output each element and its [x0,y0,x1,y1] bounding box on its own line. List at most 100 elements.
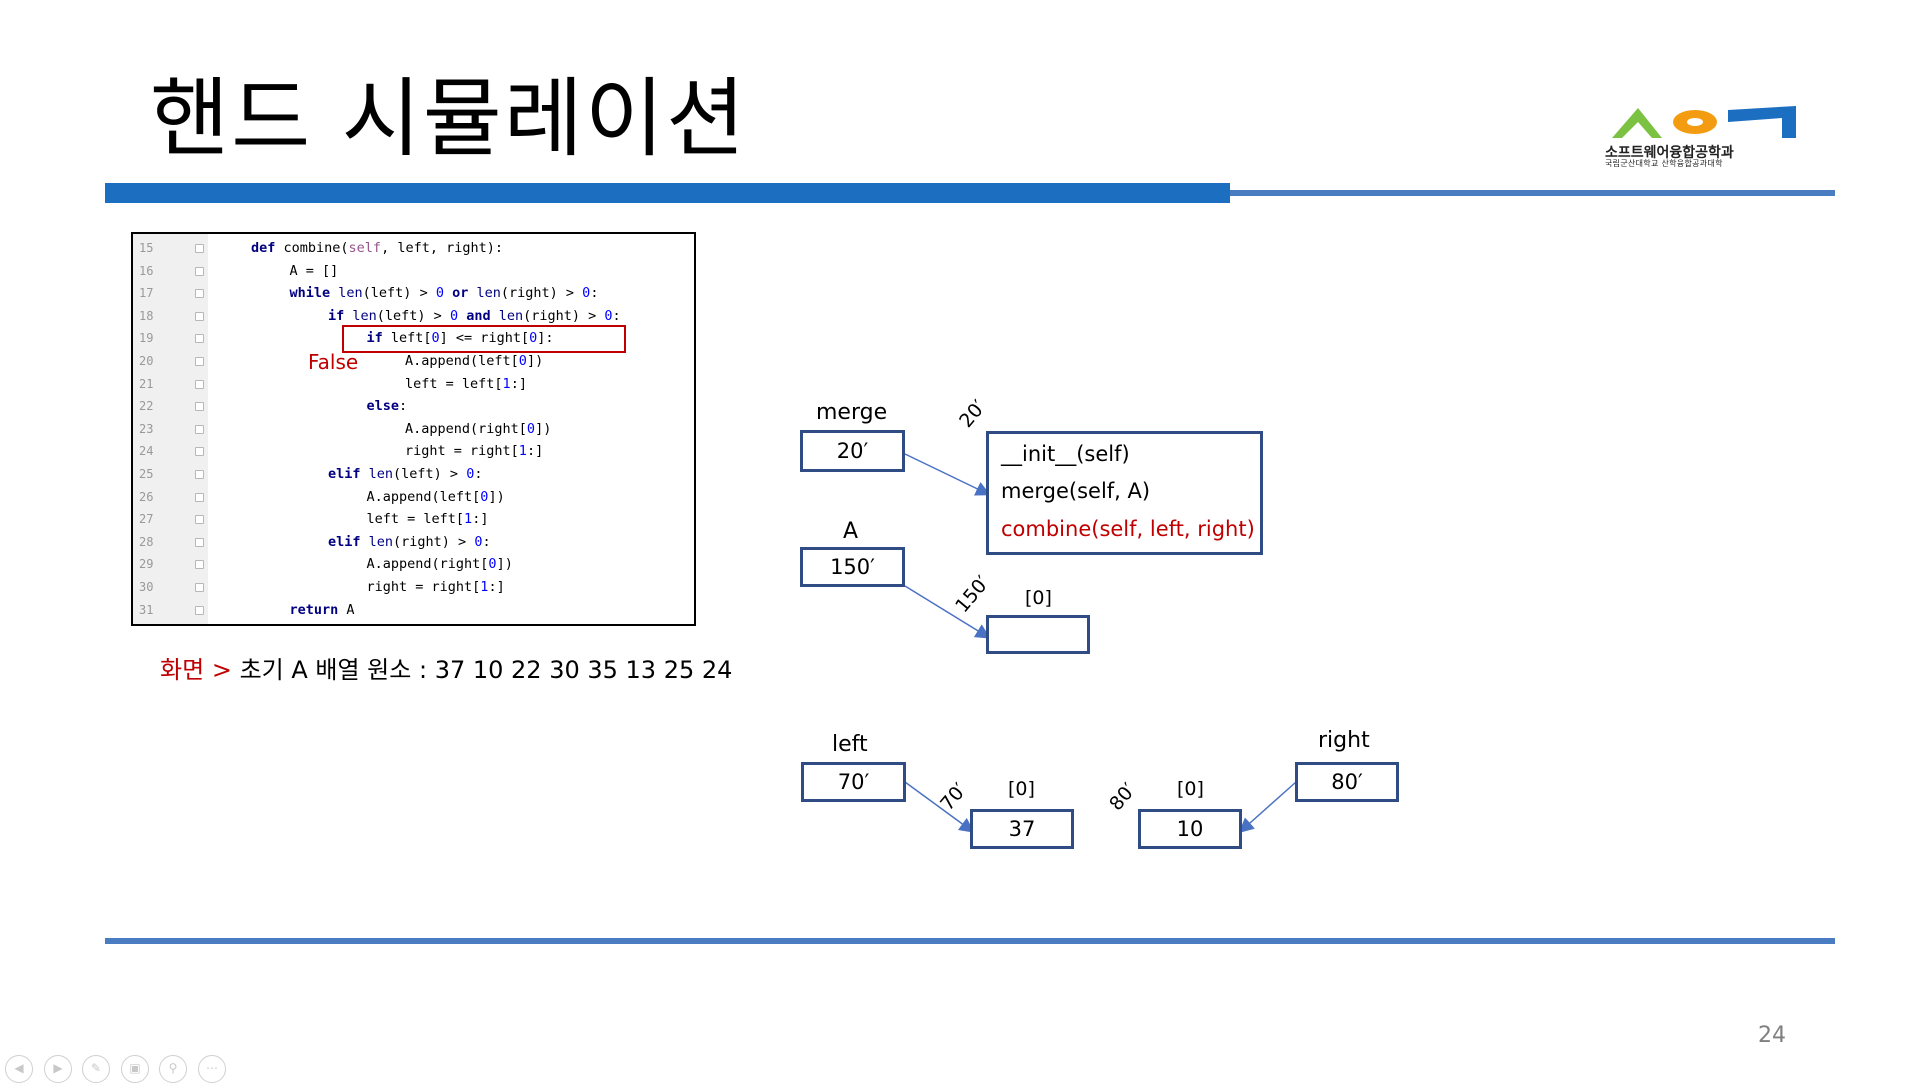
fold-marker-icon [195,537,204,547]
line-number: 26 [139,489,154,504]
line-number: 15 [139,241,154,255]
code-token: A.append(left[ [366,488,481,505]
false-annotation: False [308,350,359,374]
code-text: else: [367,395,408,417]
code-token: 0 [526,420,536,437]
code-token: (right) > [523,307,605,324]
code-token: or [452,285,477,302]
prev-icon[interactable]: ◀ [5,1055,33,1083]
right-index: [0] [1177,778,1204,800]
fold-marker-icon [195,334,204,344]
code-token: if [366,330,391,347]
code-line: 27 left = left[1:] [133,508,694,530]
code-text: A = [] [290,260,339,282]
logo-department-name: 소프트웨어융합공학과 [1605,145,1734,161]
code-text: elif len(right) > 0: [328,531,491,553]
code-token: 1 [464,511,473,528]
code-token: len [476,285,501,302]
code-token: :] [510,375,527,392]
code-token: 0 [466,466,475,482]
code-token: A.append(right[ [366,556,489,573]
code-token: self [348,240,382,256]
a-index: [0] [1025,587,1052,609]
code-token: 0 [435,285,444,302]
code-token: return [289,601,347,618]
fold-marker-icon [195,289,204,299]
code-token: len [498,307,524,324]
next-icon[interactable]: ▶ [44,1055,72,1083]
code-token: : [474,466,483,482]
code-token: 0 [582,285,591,302]
code-text: A.append(right[0]) [367,553,513,575]
code-token: combine( [283,240,349,256]
code-token: ]) [496,556,513,573]
fold-marker-icon [195,266,204,276]
code-token: and [466,307,499,324]
line-number: 16 [139,263,154,278]
code-token: elif [328,466,369,482]
code-token: left[ [390,330,432,347]
a-arrow [904,585,991,639]
method-combine: combine(self, left, right) [1001,517,1255,541]
code-text: right = right[1:] [367,576,505,598]
code-text: A.append(left[0]) [367,486,505,508]
more-icon[interactable]: ⋯ [198,1055,226,1083]
code-token: : [482,533,491,550]
code-token: 0 [518,353,527,369]
code-token: elif [328,533,369,550]
fold-marker-icon [195,492,204,502]
code-token: A [346,601,355,618]
code-token: (left) > [376,307,450,324]
zoom-icon[interactable]: ⚲ [159,1055,187,1083]
code-line: 16 A = [] [133,260,694,282]
code-text: right = right[1:] [405,440,543,462]
line-number: 21 [139,376,154,391]
code-text: elif len(left) > 0: [328,463,482,485]
right-label: right [1318,728,1370,753]
merge-object-box: __init__(self) merge(self, A) combine(se… [986,431,1263,555]
fold-marker-icon [195,379,204,389]
line-number: 27 [139,512,154,527]
fold-marker-icon [195,244,204,253]
line-number: 17 [139,286,154,301]
method-init: __init__(self) [1001,442,1130,466]
line-number: 30 [139,580,154,594]
line-number: 25 [139,467,154,481]
code-token: ]) [488,488,505,505]
slides-icon[interactable]: ▣ [121,1055,149,1083]
code-token: len [368,533,394,550]
code-token: 1 [518,443,527,460]
code-token: 0 [604,307,613,324]
code-line: 21 left = left[1:] [133,373,694,395]
code-token: left = left[ [366,511,465,528]
code-token: 0 [449,307,459,324]
code-token: :] [488,579,505,595]
method-merge: merge(self, A) [1001,479,1151,503]
code-token: while [289,285,339,302]
screen-output: 화면 > 초기 A 배열 원소 : 37 10 22 30 35 13 25 2… [160,650,732,685]
code-token: A.append(left[ [405,353,519,369]
code-token: (right) > [500,285,583,302]
code-token: (right) > [393,533,475,550]
code-token: :] [472,511,489,528]
code-text: left = left[1:] [405,373,527,395]
code-token: A.append(right[ [405,420,527,437]
code-token: : [590,285,599,302]
code-token: len [368,466,394,482]
merge-label: merge [816,400,888,425]
line-number: 19 [139,331,154,346]
header-divider-thick [105,183,1230,203]
pen-icon[interactable]: ✎ [82,1055,110,1083]
line-number: 20 [139,354,154,368]
line-number: 23 [139,421,154,436]
page-number: 24 [1758,1023,1786,1048]
a-reference-box: 150′ [800,547,905,587]
